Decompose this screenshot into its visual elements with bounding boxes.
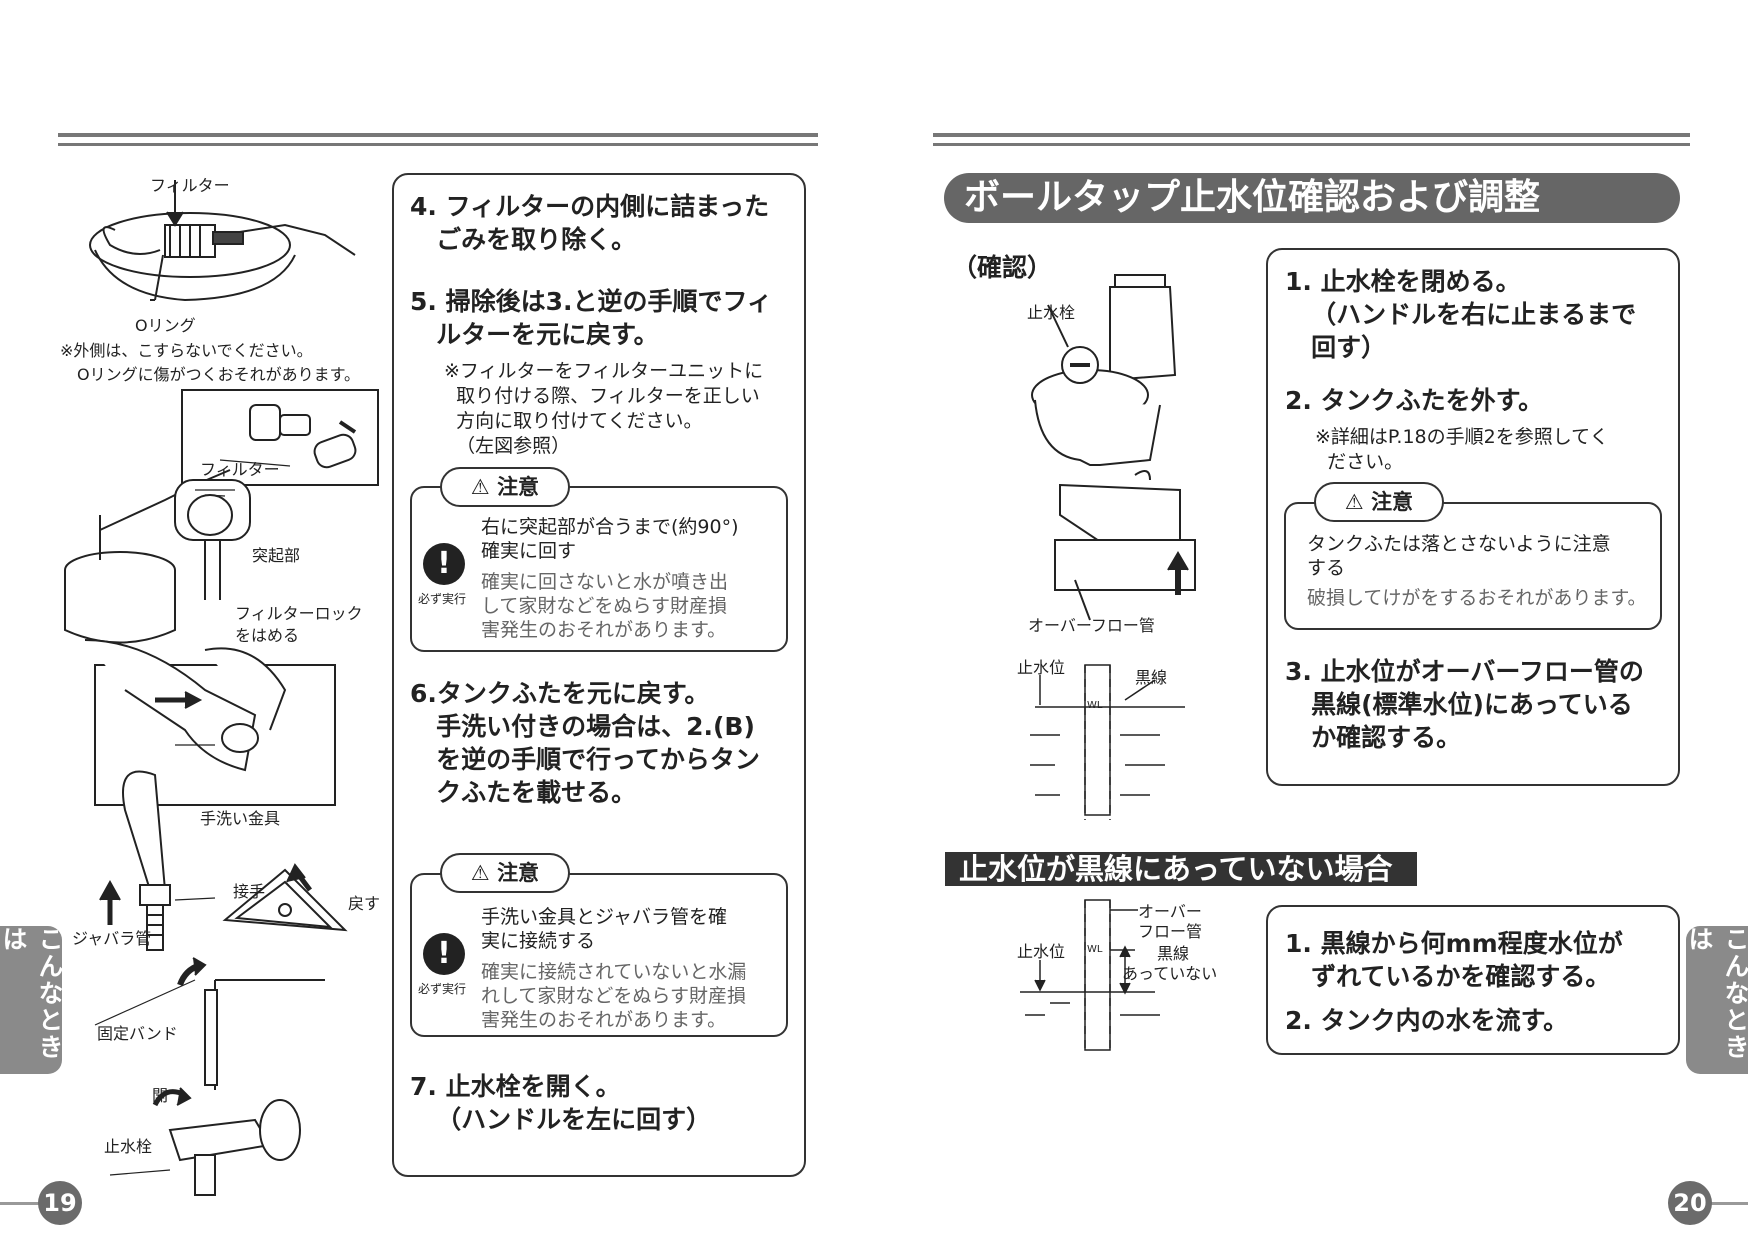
tank-hands-illustration (84, 639, 336, 806)
label-bellows: ジャバラ管 (72, 929, 152, 948)
water-level-diagram-2 (1020, 899, 1160, 1051)
label-protrusion: 突起部 (252, 546, 301, 565)
label-overflow-2: フロー管 (1138, 922, 1203, 941)
caution-2-detail: 確実に接続されていないと水漏 れして家財などをぬらす財産損 害発生のおそれがあり… (481, 961, 747, 1031)
step-r2-1: 1. 黒線から何mm程度水位が ずれているかを確認する。 (1285, 929, 1623, 991)
caution-box-r (1284, 502, 1662, 630)
label-band: 固定バンド (97, 1024, 178, 1043)
label-overflow-1: オーバー (1138, 902, 1202, 921)
label-filter: フィルター (150, 176, 230, 195)
toilet-illustration (1031, 274, 1177, 466)
page-number-right: 20 (1668, 1181, 1712, 1225)
caution-2-bold: 手洗い金具とジャバラ管を確 実に接続する (481, 906, 728, 952)
label-o-ring: Oリング (135, 316, 196, 335)
step-5-note: ※フィルターをフィルターユニットに 取り付ける際、フィルターを正しい 方向に取り… (444, 360, 764, 457)
label-wl: WL (1087, 700, 1103, 711)
step-6: 6.タンクふたを元に戻す。 手洗い付きの場合は、2.(B) を逆の手順で行ってか… (410, 679, 760, 807)
confirm-label: （確認） (952, 253, 1053, 282)
header-rule (933, 133, 1690, 137)
step-r2-note: ※詳細はP.18の手順2を参照してく ださい。 (1315, 426, 1609, 473)
caution-title: 注意 (497, 475, 540, 499)
step-r2-2: 2. タンク内の水を流す。 (1285, 1006, 1569, 1035)
step-r2: 2. タンクふたを外す。 (1285, 386, 1544, 415)
step-7: 7. 止水栓を開く。 （ハンドルを左に回す） (410, 1072, 712, 1134)
label-filter-lock-2: をはめる (235, 626, 300, 645)
label-wl-2: WL (1087, 944, 1103, 955)
label-stop-valve-r: 止水栓 (1027, 303, 1076, 322)
tank-lid-illustration (1054, 470, 1196, 621)
header-rule (58, 133, 818, 137)
caution-r-bold: タンクふたは落とさないように注意 する (1307, 533, 1611, 579)
page-number-left: 19 (38, 1181, 82, 1225)
label-open: 開 (152, 1086, 169, 1105)
label-black-line-2: 黒線 (1157, 944, 1190, 963)
page-line (1708, 1202, 1748, 1205)
note-o-ring: Oリングに傷がつくおそれがあります。 (77, 365, 360, 384)
filter-cleaning-illustration (89, 180, 356, 302)
left-illustrations (64, 180, 379, 1196)
caution-1-detail: 確実に回さないと水が噴き出 して家財などをぬらす財産損 害発生のおそれがあります… (481, 571, 729, 641)
note-outside: ※外側は、こすらないでください。 (60, 341, 313, 360)
label-black-line: 黒線 (1135, 668, 1168, 687)
label-joint: 接手 (233, 882, 266, 901)
caution-title: 注意 (1371, 490, 1414, 514)
step-r3: 3. 止水位がオーバーフロー管の 黒線(標準水位)にあっている か確認する。 (1285, 657, 1644, 752)
right-illustrations (1030, 274, 1196, 820)
caution-box-2 (410, 873, 788, 1037)
exclamation-icon: ! (423, 933, 465, 975)
step-5: 5. 掃除後は3.と逆の手順でフィ ルターを元に戻す。 (410, 287, 772, 349)
caution-r-detail: 破損してけがをするおそれがあります。 (1307, 587, 1647, 609)
caution-tab-2: ⚠ 注意 (440, 853, 570, 893)
warning-triangle-icon: ⚠ (470, 475, 490, 499)
hand-wash-illustration (99, 770, 348, 1090)
caution-title: 注意 (497, 861, 540, 885)
label-water-level: 止水位 (1017, 658, 1066, 677)
caution-tab-r: ⚠ 注意 (1314, 482, 1444, 522)
warning-triangle-icon: ⚠ (470, 861, 490, 885)
must-do-label: 必ず実行 (418, 592, 467, 606)
caution-1-bold: 右に突起部が合うまで(約90°) 確実に回す (481, 516, 739, 562)
label-return: 戻す (348, 894, 381, 913)
step-r1: 1. 止水栓を閉める。 （ハンドルを右に止まるまで 回す） (1285, 267, 1637, 362)
header-rule (933, 143, 1690, 146)
must-do-label: 必ず実行 (418, 982, 467, 996)
header-rule (58, 143, 818, 146)
label-hand-fitting: 手洗い金具 (200, 809, 281, 828)
caution-box-1 (410, 486, 788, 652)
warning-triangle-icon: ⚠ (1344, 490, 1364, 514)
subheading: 止水位が黒線にあっていない場合 (945, 852, 1417, 886)
page-line (0, 1202, 40, 1205)
stop-valve-illustration (152, 1087, 301, 1196)
water-level-diagram-1 (1030, 664, 1185, 820)
label-water-level-2: 止水位 (1017, 942, 1066, 961)
section-title: ボールタップ止水位確認および調整 (944, 173, 1680, 223)
caution-tab-1: ⚠ 注意 (440, 467, 570, 507)
label-filter-inset: フィルター (200, 460, 280, 479)
label-filter-lock: フィルターロック (235, 604, 363, 623)
exclamation-icon: ! (423, 543, 465, 585)
instruction-box-right-2 (1266, 905, 1680, 1055)
label-overflow-pipe: オーバーフロー管 (1028, 616, 1155, 635)
side-tab-right: こんなときは (1685, 926, 1748, 1074)
ball-tap-illustration (64, 469, 251, 644)
label-not-match: あっていない (1122, 964, 1218, 983)
label-stop-valve: 止水栓 (104, 1137, 153, 1156)
side-tab-left: こんなときは (0, 926, 64, 1074)
step-4: 4. フィルターの内側に詰まった ごみを取り除く。 (410, 192, 770, 254)
